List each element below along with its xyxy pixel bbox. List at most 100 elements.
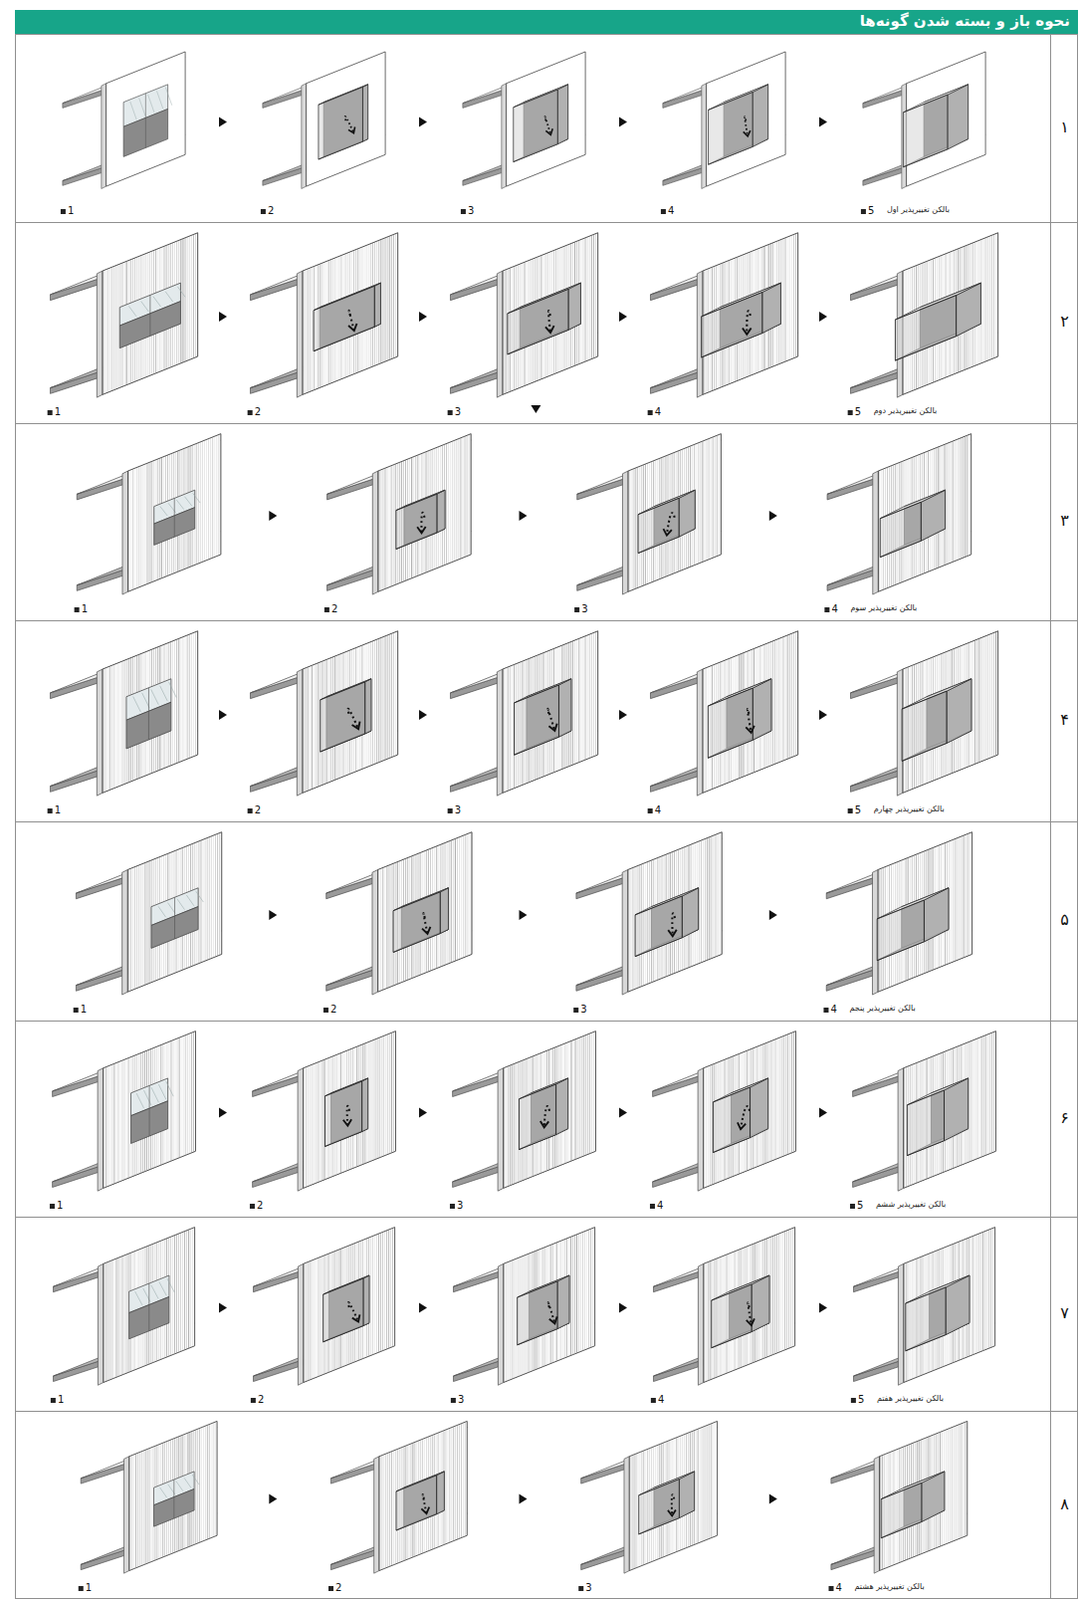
stripe: [378, 827, 380, 997]
stripe: [130, 827, 132, 997]
stripe: [888, 429, 890, 597]
stripe: [201, 1416, 203, 1575]
glass-hatch: [196, 890, 205, 902]
slab-edge: [452, 1359, 503, 1382]
step-arrow: [419, 709, 428, 720]
stripe: [176, 1222, 178, 1387]
slab-edge: [249, 370, 303, 394]
stripe: [198, 827, 200, 997]
stripe: [592, 1222, 594, 1387]
stripe: [772, 1222, 774, 1387]
balcony-panel: [850, 227, 998, 400]
stripe: [712, 827, 714, 997]
stripe: [450, 827, 452, 997]
wall-stripes: [103, 227, 199, 400]
glass-hatch: [151, 688, 160, 704]
stripe: [393, 1026, 395, 1193]
stripe: [386, 1222, 388, 1387]
stripe: [305, 1222, 307, 1387]
slab-edge: [576, 875, 629, 899]
stripe: [591, 1026, 593, 1193]
step-arrow: [619, 1107, 628, 1118]
wall-side: [96, 270, 103, 398]
stripe: [124, 626, 126, 798]
balcony-panel: [49, 227, 198, 400]
stripe: [706, 827, 708, 997]
wall-stripes: [303, 227, 399, 400]
stripe: [703, 227, 705, 400]
slab-edge: [452, 1270, 503, 1293]
slab-edge: [449, 675, 503, 699]
stripe: [121, 626, 123, 798]
balcony-panel: [249, 227, 398, 400]
stripe: [172, 1222, 174, 1387]
stripe: [313, 626, 315, 798]
stripe: [145, 1416, 147, 1575]
balcony-panel: [80, 1416, 217, 1575]
stripe: [959, 827, 961, 997]
step-bullet: [460, 209, 466, 215]
row-divider: [14, 620, 1078, 622]
stripe: [987, 626, 989, 798]
stripe: [466, 1416, 468, 1575]
stripe: [374, 1222, 376, 1387]
slab-edge: [52, 1270, 103, 1293]
stripe: [587, 626, 589, 798]
stripe: [109, 227, 111, 400]
stripe: [468, 827, 470, 997]
wall-stripes: [104, 1222, 196, 1387]
stripe: [188, 1222, 190, 1387]
stripe: [461, 429, 463, 597]
step-bullet: [249, 1203, 255, 1209]
stripe: [168, 1026, 170, 1193]
slab-edge: [49, 370, 103, 394]
stripe: [207, 827, 209, 997]
stripe: [948, 827, 950, 997]
stripe: [968, 1026, 970, 1193]
stripe: [768, 1026, 770, 1193]
stripe: [381, 1416, 383, 1575]
stripe: [196, 429, 198, 597]
slab-edge: [449, 277, 503, 301]
stripe: [720, 429, 722, 597]
stripe: [792, 1222, 794, 1387]
wall-stripes: [629, 827, 722, 997]
stripe: [778, 626, 780, 798]
step-bullet: [449, 1203, 455, 1209]
box-side: [436, 489, 445, 533]
box-front: [708, 92, 754, 166]
panel-joint: [149, 294, 151, 336]
wall-stripes: [629, 429, 721, 597]
stripe: [505, 227, 507, 400]
stripe: [976, 626, 978, 798]
step-bullet: [324, 607, 330, 613]
step-arrow: [419, 1107, 428, 1118]
motion-arrowhead: [545, 325, 555, 333]
wall-side: [96, 668, 103, 796]
stripe: [390, 1222, 392, 1387]
box-front: [324, 1080, 362, 1146]
stripe: [797, 626, 799, 798]
stripe: [513, 1222, 515, 1387]
stripe: [572, 626, 574, 798]
box-front: [638, 497, 679, 553]
wall-side: [897, 1263, 904, 1385]
stripe: [639, 429, 641, 597]
stripe: [149, 827, 151, 997]
stripe: [207, 1416, 209, 1575]
table-border: [15, 34, 1078, 1599]
stripe: [568, 1026, 570, 1193]
balcony-panel: [853, 1222, 995, 1387]
motion-arrowhead: [742, 328, 752, 335]
wall: [877, 433, 971, 593]
stripe: [582, 626, 584, 798]
stripe: [797, 227, 799, 400]
stripe: [195, 227, 197, 400]
stripe: [580, 1222, 582, 1387]
stripe: [213, 827, 215, 997]
step-bullet: [650, 1397, 656, 1403]
balcony-panel: [449, 626, 598, 798]
wall-stripes: [904, 1222, 996, 1387]
stripe: [319, 1222, 321, 1387]
stripe: [107, 1222, 109, 1387]
